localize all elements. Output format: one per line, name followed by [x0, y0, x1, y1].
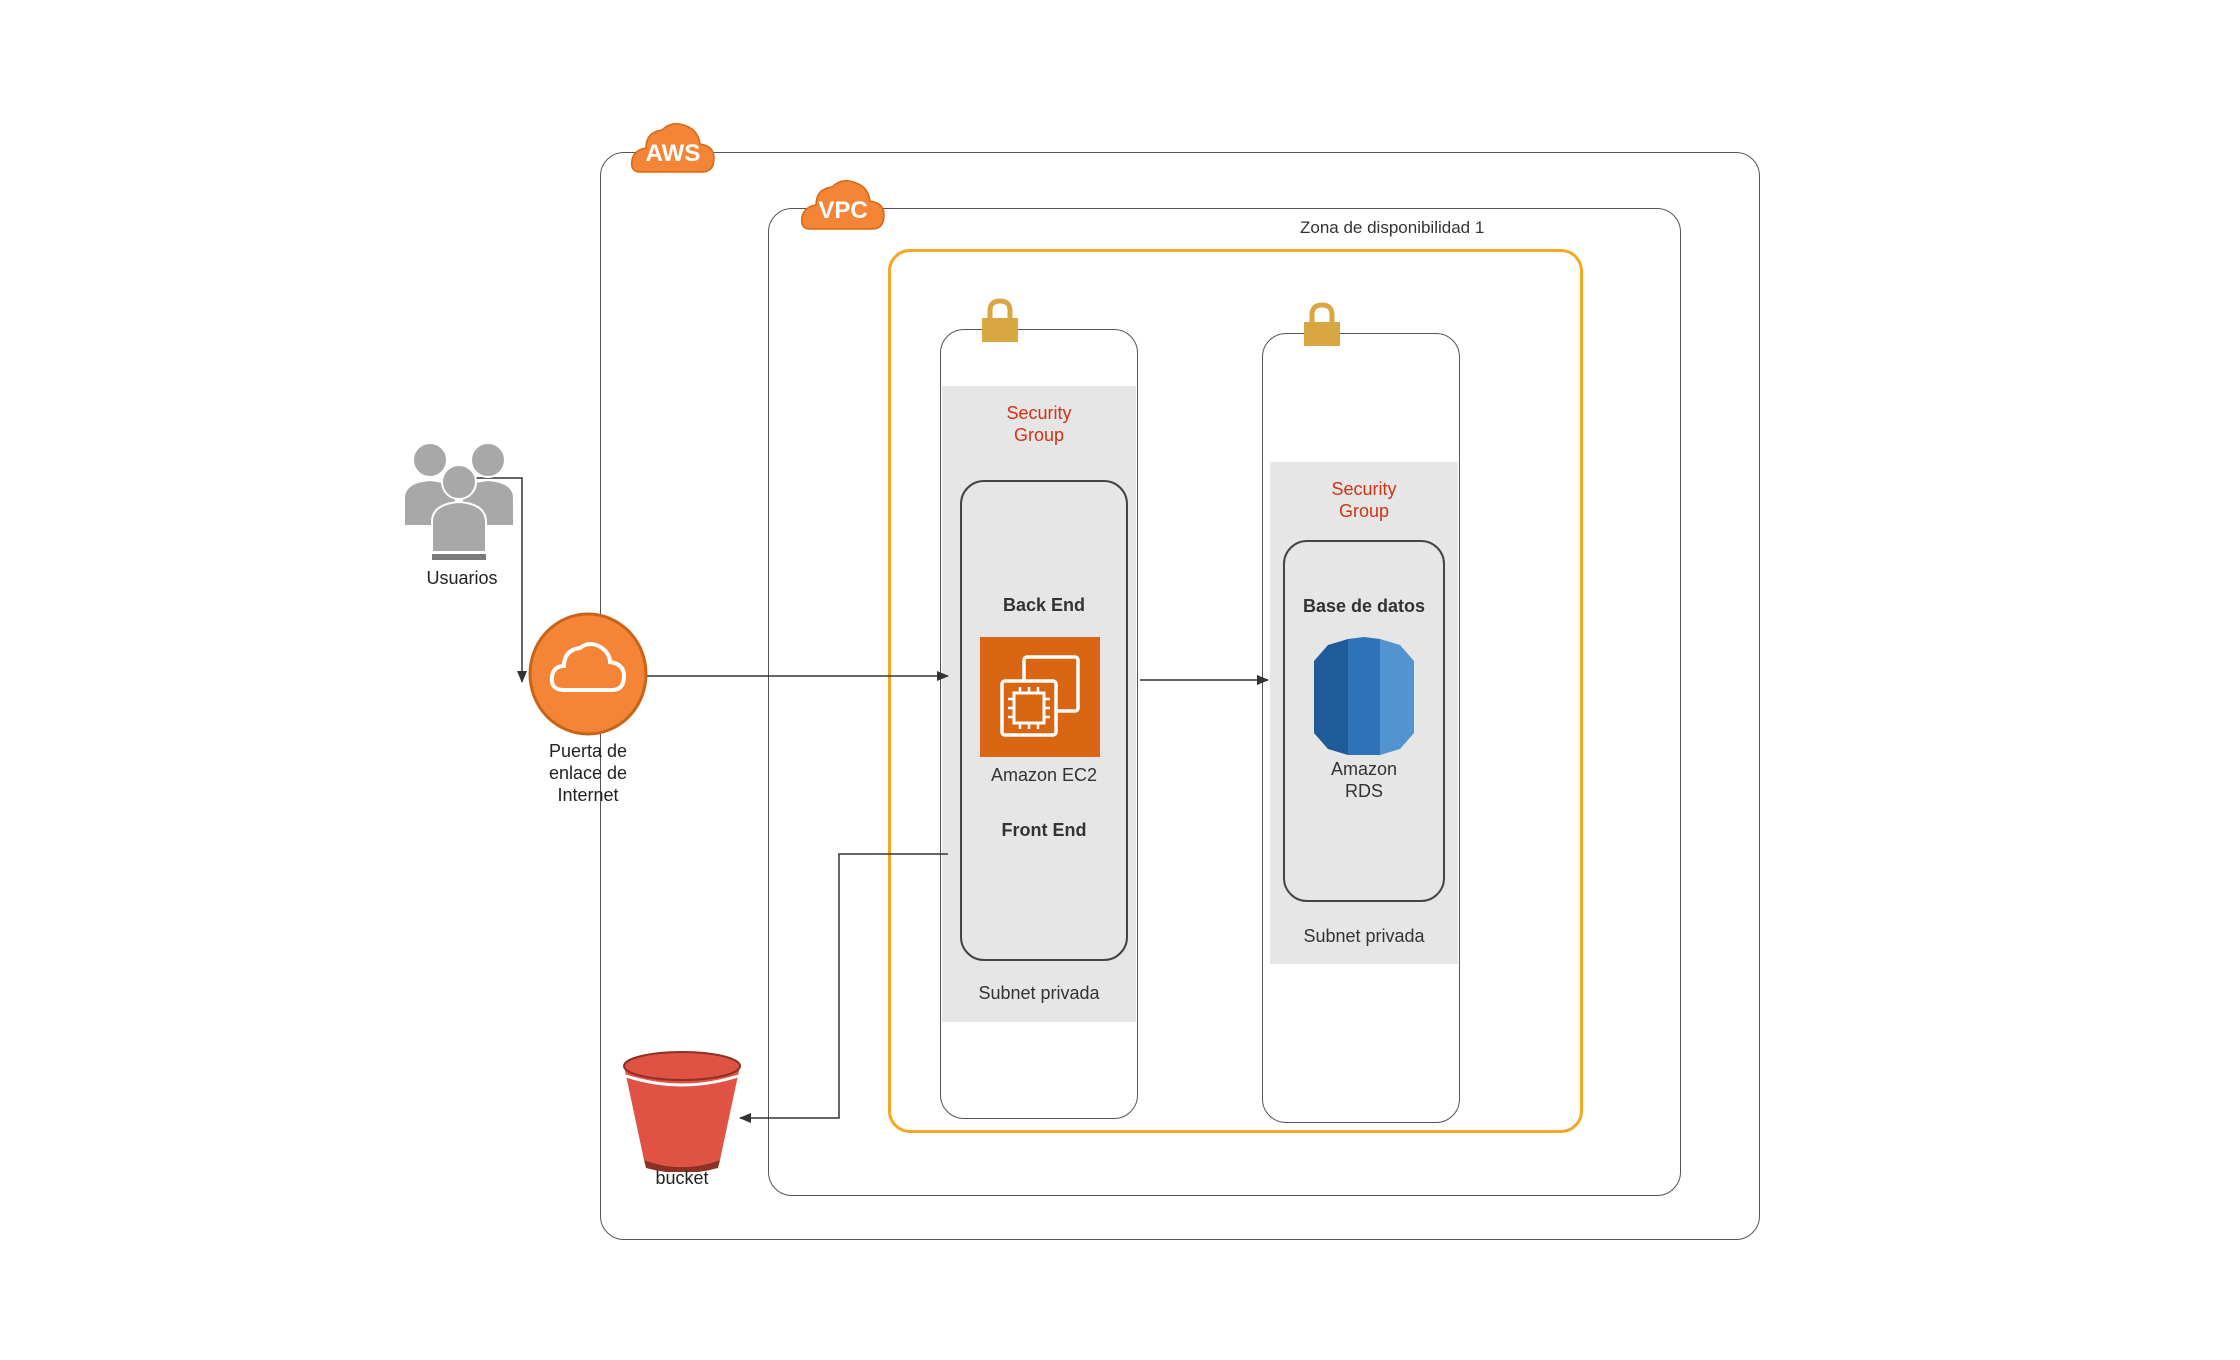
- bucket-icon[interactable]: [620, 1048, 744, 1172]
- availability-zone-container: [888, 249, 1583, 1133]
- security-group-left-line-1: Security: [1006, 403, 1072, 423]
- vpc-cloud-icon: [800, 175, 886, 231]
- database-label: Base de datos: [1302, 596, 1426, 616]
- subnet-left-container: [940, 329, 1138, 1119]
- gateway-label-line-2: enlace de: [548, 763, 628, 783]
- cloud-icon[interactable]: [528, 612, 648, 736]
- vpc-badge-label: VPC: [818, 197, 868, 224]
- gateway-label-line-3: Internet: [557, 785, 619, 805]
- ec2-icon: [980, 637, 1100, 757]
- subnet-left-label: Subnet privada: [978, 983, 1100, 1003]
- rds-label-line-1: Amazon: [1330, 759, 1398, 779]
- security-group-right-line-1: Security: [1331, 479, 1397, 499]
- gateway-label-line-1: Puerta de: [548, 741, 628, 761]
- lock-icon: [1302, 302, 1342, 348]
- vpc-container: [768, 208, 1681, 1196]
- lock-icon: [980, 298, 1020, 344]
- front-end-label: Front End: [1001, 820, 1087, 840]
- aws-badge-label: AWS: [645, 140, 701, 167]
- security-group-left-label: Security Group: [942, 402, 1136, 446]
- gateway-label: Puerta de enlace de Internet: [528, 740, 648, 806]
- ec2-to-bucket-line: [739, 853, 948, 1123]
- ec2-label: Amazon EC2: [990, 765, 1098, 785]
- bucket-label: bucket: [655, 1168, 709, 1188]
- security-group-right-label: Security Group: [1270, 478, 1458, 522]
- rds-icon: [1312, 637, 1416, 757]
- users-icon: [402, 434, 522, 566]
- back-end-label: Back End: [1002, 595, 1086, 615]
- subnet-right-container: [1262, 333, 1460, 1123]
- subnet-right-label: Subnet privada: [1303, 926, 1425, 946]
- users-to-gateway-line: [460, 477, 527, 683]
- aws-cloud-icon: [630, 118, 716, 174]
- security-group-right-line-2: Group: [1338, 501, 1390, 521]
- rds-label: Amazon RDS: [1283, 758, 1445, 802]
- availability-zone-label: Zona de disponibilidad 1: [1300, 218, 1485, 237]
- rds-label-line-2: RDS: [1344, 781, 1383, 801]
- security-group-left-line-2: Group: [1013, 425, 1065, 445]
- users-label: Usuarios: [426, 568, 498, 588]
